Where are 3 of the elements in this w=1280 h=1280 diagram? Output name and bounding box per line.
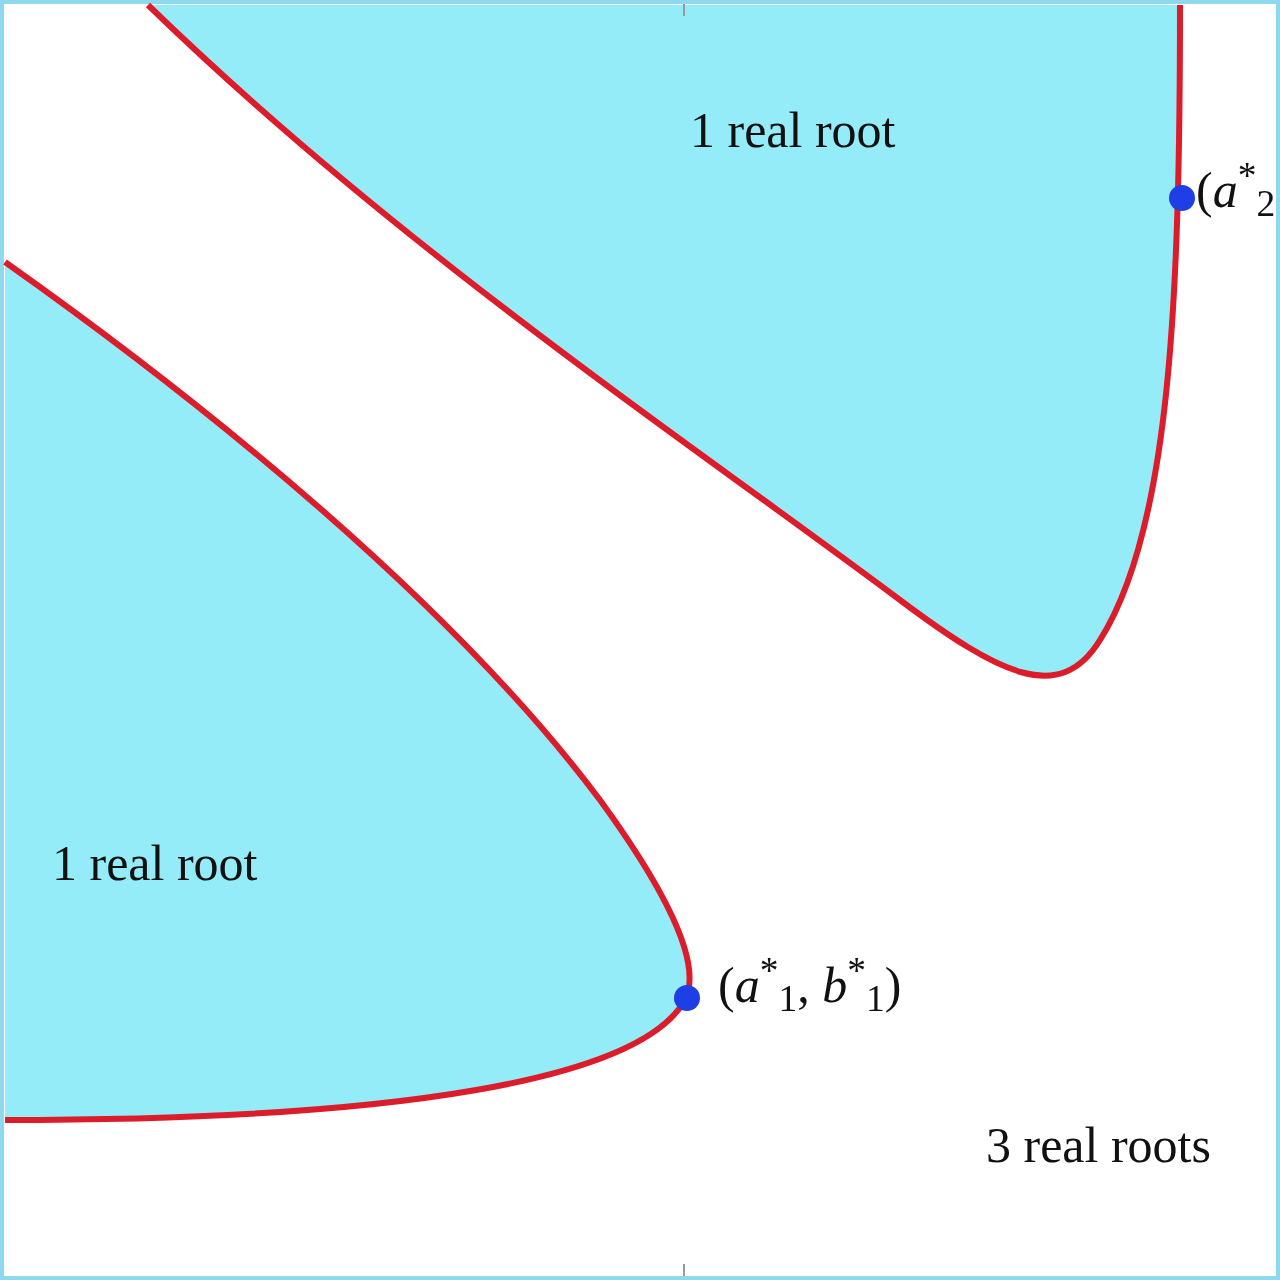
- region-label: 3 real roots: [986, 1120, 1211, 1170]
- region-label: 1 real root: [690, 105, 896, 155]
- region-label: 1 real root: [52, 838, 258, 888]
